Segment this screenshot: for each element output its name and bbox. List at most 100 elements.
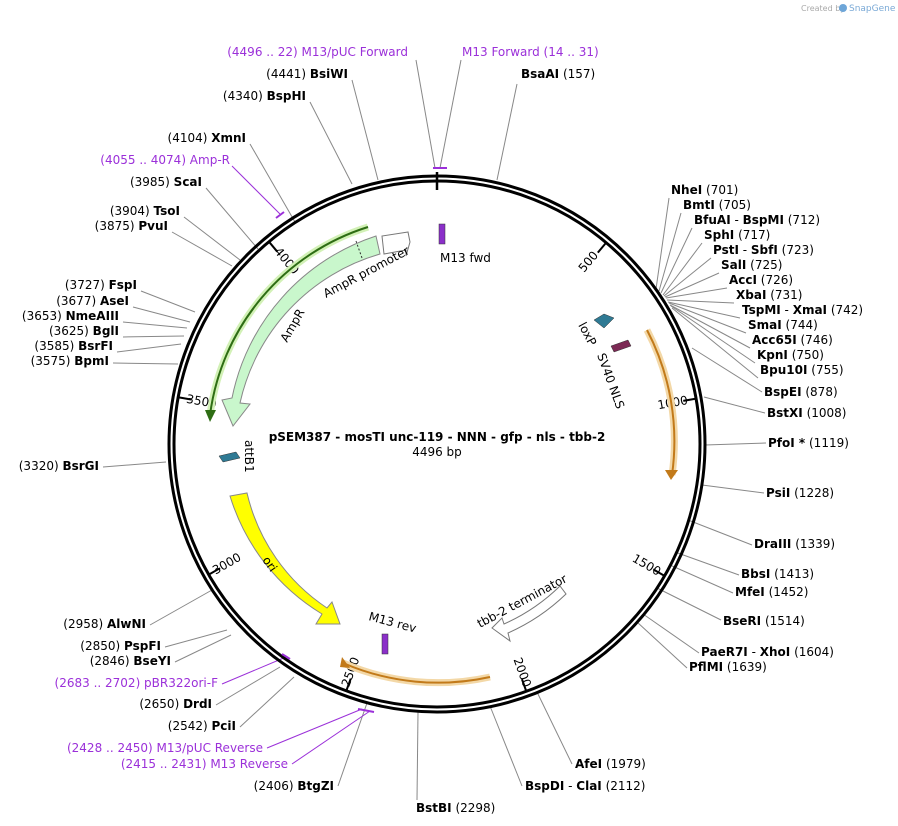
site-label-acci: AccI (726) [729,273,793,287]
watermark-brand: SnapGene [849,4,896,14]
site-label-bpu10i: Bpu10I (755) [760,363,844,377]
plasmid-name: pSEM387 - mosTI unc-119 - NNN - gfp - nl… [269,430,606,444]
leader-line [664,272,720,298]
leader-line [701,484,765,494]
site-label-bspei: BspEI (878) [764,385,838,399]
plasmid-length: 4496 bp [412,445,462,459]
leader-line [691,347,763,393]
gfp-orange-line [646,329,676,476]
snapgene-logo-icon [839,4,847,12]
site-label-nhei: NheI (701) [671,183,738,197]
site-label-psti: PstI - SbfI (723) [713,243,814,257]
leader-line [351,79,379,181]
sv40-nls-mark [610,339,632,353]
primer-label-m13pucreverse: (2428 .. 2450) M13/pUC Reverse [67,741,263,755]
site-label-draiii: DraIII (1339) [754,537,835,551]
tick-label: 500 [576,248,601,275]
leader-line [668,302,747,334]
leader-line [660,227,693,294]
tbb2-orange-arc [341,659,491,687]
tbb2-orange-line [342,662,491,684]
leader-line [703,396,766,414]
leader-line [439,59,462,169]
primer-leader-line [266,708,363,749]
leader-line [655,197,670,290]
leader-line [116,343,182,353]
leader-line [667,301,741,319]
leader-line [416,711,419,801]
tick-mark [597,241,607,254]
leader-line [122,321,188,329]
m13-fwd-label: M13 fwd [440,251,491,265]
leader-line [536,691,573,765]
site-label-scai: (3985) ScaI [130,175,202,189]
leader-line [309,101,353,185]
site-label-tsoi: (3904) TsoI [110,204,180,218]
primer-leader-line [231,165,281,215]
tick-mark [345,678,352,692]
site-label-sphi: SphI (717) [704,228,770,242]
site-label-paer7i: PaeR7I - XhoI (1604) [701,645,834,659]
site-label-drdi: (2650) DrdI [139,697,212,711]
leader-line [669,564,734,594]
leader-line [656,587,722,621]
leader-lines [102,59,767,801]
tick-label: 2000 [511,656,535,689]
primer-label-m13reverse: (2415 .. 2431) M13 Reverse [121,757,288,771]
site-label-psii: PsiI (1228) [766,486,834,500]
site-label-btgzi: (2406) BtgZI [254,779,334,793]
tick-mark [208,567,221,576]
primer-label-pbr322orif: (2683 .. 2702) pBR322ori-F [55,676,219,690]
snapgene-watermark: Created by SnapGene [801,4,896,14]
ampr-promoter-overlap-mark [355,240,363,259]
site-label-bfuai: BfuAI - BspMI (712) [694,213,820,227]
watermark-prefix: Created by [801,4,845,13]
leader-line [663,257,712,297]
ampr-promoter-arrow [381,231,411,257]
site-label-mfei: MfeI (1452) [735,585,808,599]
leader-line [249,143,296,223]
leader-line [670,305,756,364]
site-label-afei: AfeI (1979) [575,757,646,771]
leader-line [665,287,728,299]
attb1-mark [218,451,241,463]
leader-line [174,634,232,663]
leader-line [239,676,295,728]
site-label-bseyi: (2846) BseYI [90,654,171,668]
site-label-bpmi: (3575) BpmI [31,354,109,368]
loxp-mark [593,313,615,329]
leader-line [149,589,213,626]
tick-mark [268,241,279,253]
ampr-feature-arrow [221,235,381,427]
site-label-bspdi: BspDI - ClaI (2112) [525,779,645,793]
tick-mark [178,396,192,401]
leader-line [112,362,179,365]
site-label-sali: SalI (725) [721,258,782,272]
pbr322ori-primer-mark [281,653,291,660]
leader-line [496,83,518,181]
site-label-pfoi: PfoI * (1119) [768,436,849,450]
site-label-tspmi: TspMI - XmaI (742) [742,303,863,317]
ampr-outer-line [209,226,369,416]
attb1-label: attB1 [242,440,256,473]
m13-rev-mark [381,633,389,655]
sv40-nls-label: SV40 NLS [594,351,627,410]
leader-line [662,242,703,296]
site-label-bseri: BseRI (1514) [723,614,805,628]
gfp-arrowhead [665,470,678,480]
site-label-asei: (3677) AseI [56,294,129,308]
site-label-bsaai: BsaAI (157) [521,67,595,81]
site-label-pcii: (2542) PciI [168,719,236,733]
tick-mark [520,678,528,692]
site-labels: BsaAI (157) NheI (701)BmtI (705)BfuAI - B… [19,45,863,815]
site-label-bgli: (3625) BglI [49,324,119,338]
leader-line [636,621,688,669]
ori-feature-arrow [229,492,341,625]
primer-leader-line [221,656,287,685]
site-label-bmti: BmtI (705) [683,198,751,212]
tick-mark [683,397,697,402]
site-label-bbsi: BbsI (1413) [741,567,814,581]
site-label-acc65i: Acc65I (746) [752,333,833,347]
m13-fwd-mark [438,223,446,245]
